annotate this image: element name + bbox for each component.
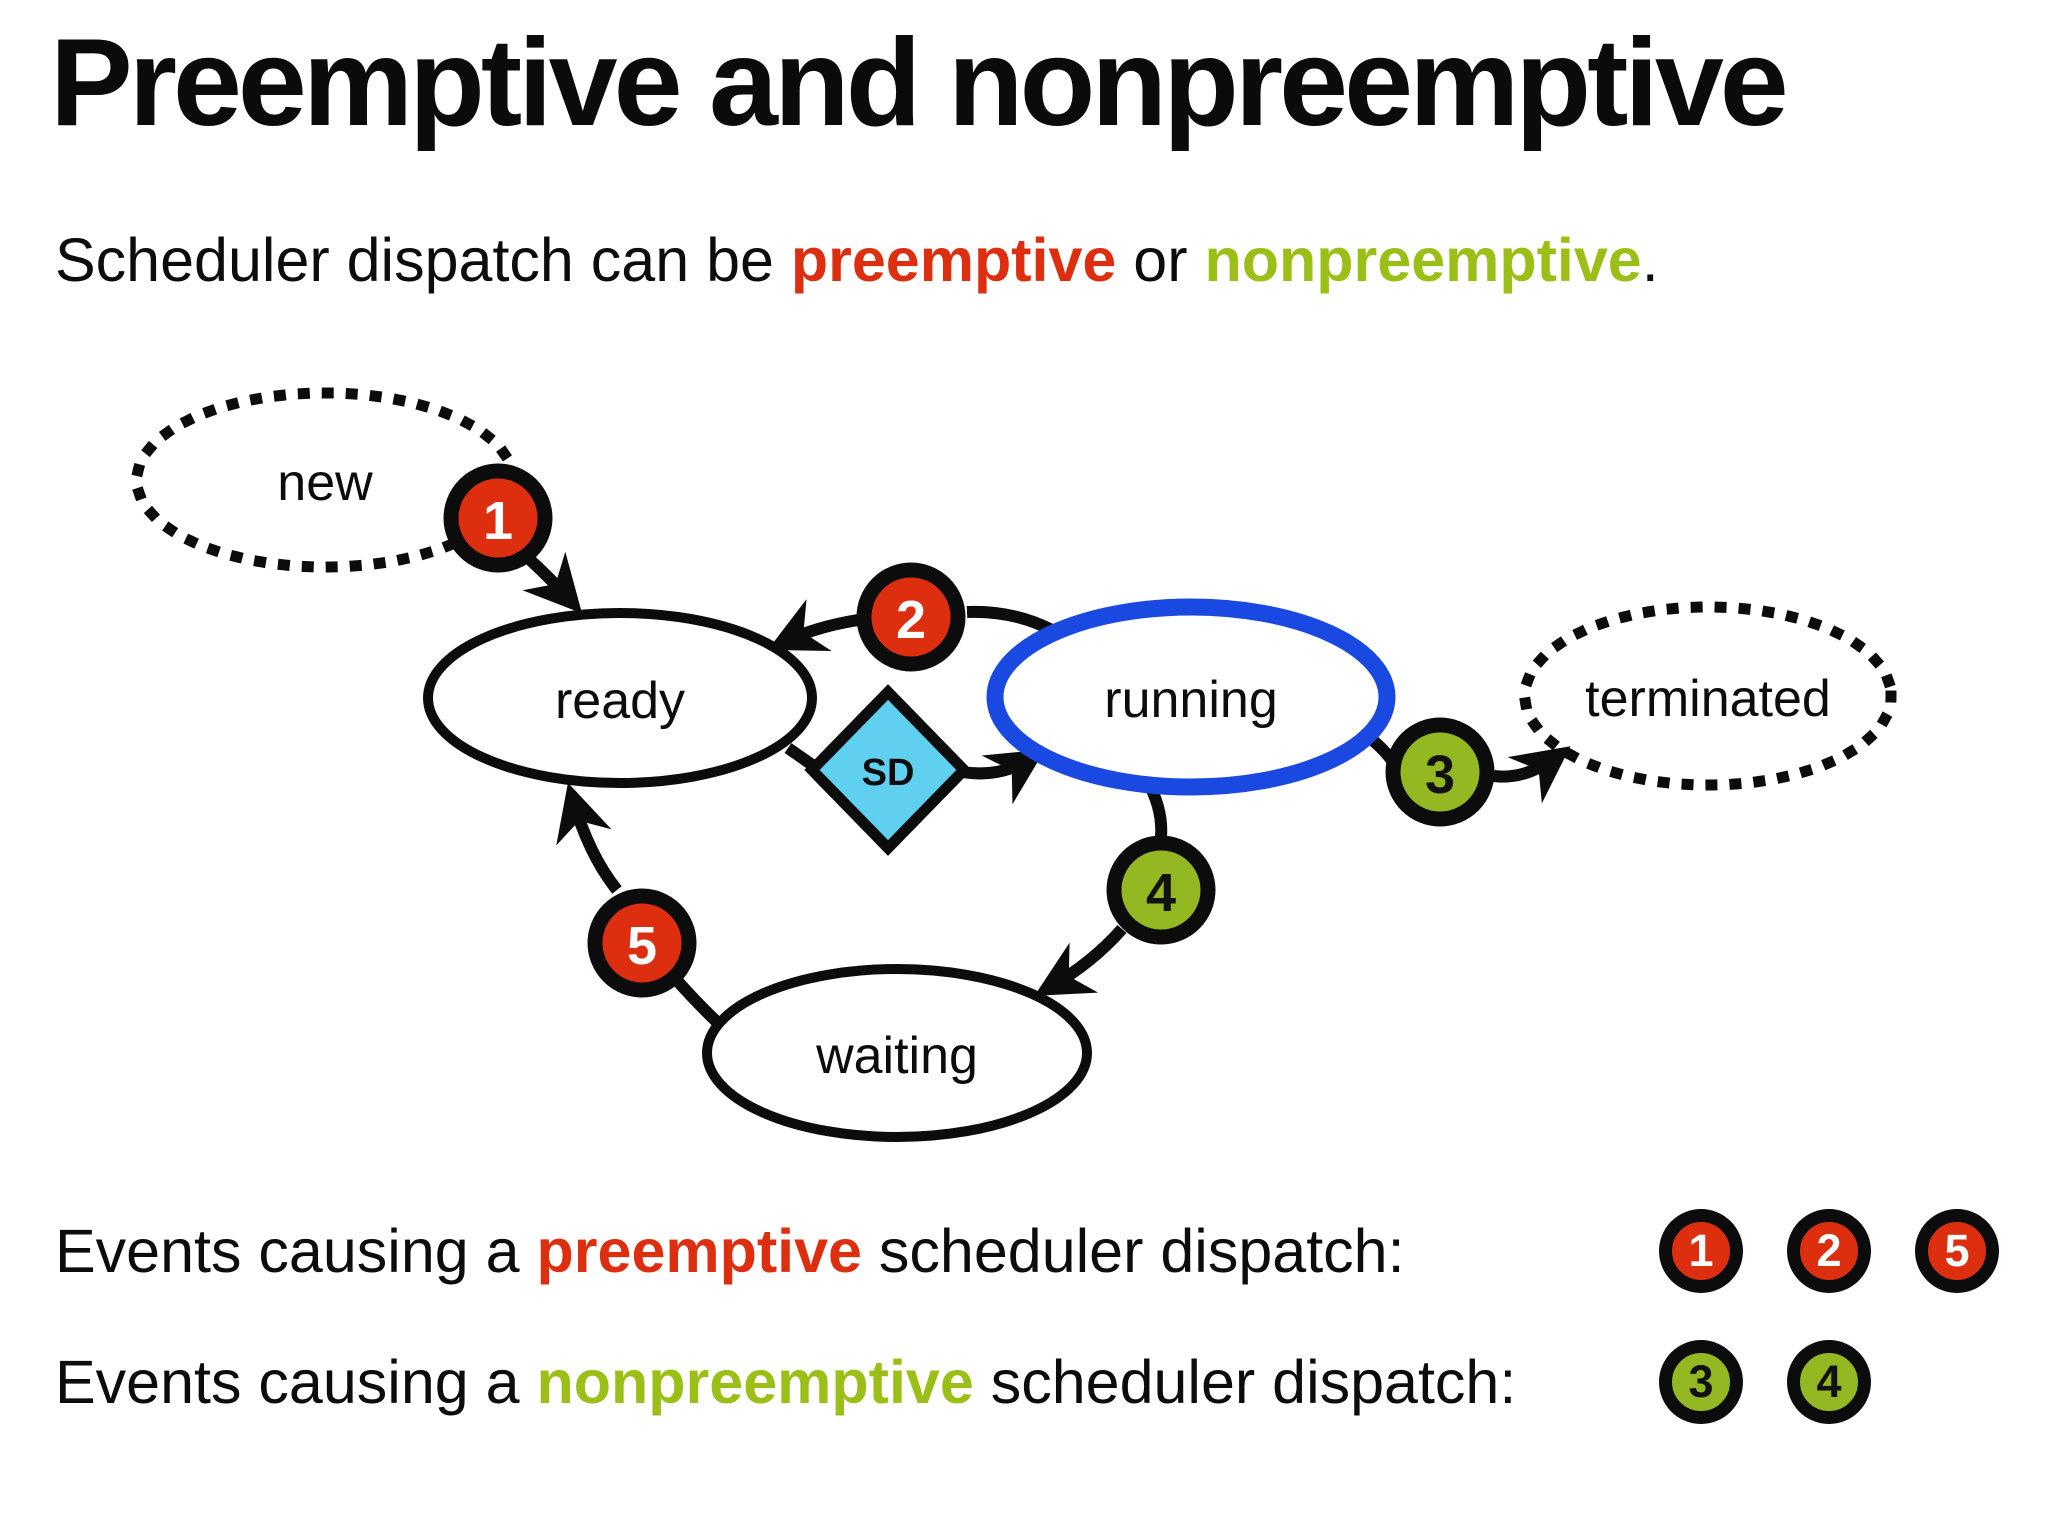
legend-preemptive-suffix: scheduler dispatch: (861, 1217, 1405, 1285)
state-running-label: running (1104, 671, 1277, 729)
state-ready-label: ready (555, 672, 685, 730)
subtitle-middle: or (1116, 226, 1205, 294)
state-terminated-label: terminated (1585, 670, 1831, 728)
legend-nonpreemptive-prefix: Events causing a (55, 1348, 537, 1416)
state-running-ellipse (986, 598, 1396, 796)
legend-preemptive-badges: 1 2 5 (1659, 1209, 1999, 1293)
page-title: Preemptive and nonpreemptive (50, 14, 1789, 152)
event-badge-3: 3 (1385, 717, 1495, 827)
event-badge-5-number: 5 (627, 916, 657, 976)
subtitle-keyword-preemptive: preemptive (790, 226, 1117, 294)
legend-nonpreemptive-suffix: scheduler dispatch: (973, 1348, 1517, 1416)
event-badge-4-number: 4 (1146, 863, 1176, 923)
legend-nonpreemptive-row: Events causing a nonpreemptive scheduler… (55, 1340, 1516, 1424)
connector-waiting-to-event5 (669, 973, 724, 1029)
event-badge-2: 2 (856, 562, 966, 672)
connector-running-to-event2 (966, 605, 1055, 636)
arrow-event1-to-ready (521, 551, 583, 614)
state-waiting-label: waiting (815, 1027, 978, 1085)
event-badge-5: 5 (587, 888, 697, 998)
legend-preemptive-keyword: preemptive (536, 1217, 862, 1285)
legend-badge-1: 1 (1659, 1209, 1743, 1293)
legend-badge-3: 3 (1659, 1340, 1743, 1424)
arrow-event4-to-waiting (1034, 925, 1127, 996)
legend-preemptive-row: Events causing a preemptive scheduler di… (55, 1209, 1405, 1293)
arrow-event2-to-ready (767, 599, 859, 651)
scheduler-dispatch-diamond (804, 684, 972, 856)
event-badge-1: 1 (443, 463, 553, 573)
legend-nonpreemptive-badges: 3 4 (1659, 1340, 1871, 1424)
legend-badge-5: 5 (1915, 1209, 1999, 1293)
legend-badge-4: 4 (1787, 1340, 1871, 1424)
subtitle-suffix: . (1641, 226, 1659, 294)
state-waiting-ellipse (702, 964, 1092, 1142)
arrow-event5-to-ready (556, 782, 622, 894)
event-badge-2-number: 2 (896, 590, 926, 650)
scheduler-dispatch-label: SD (862, 752, 915, 794)
legend-badge-2: 2 (1787, 1209, 1871, 1293)
state-new-label: new (277, 454, 373, 512)
legend-preemptive-prefix: Events causing a (55, 1217, 537, 1285)
subtitle-keyword-nonpreemptive: nonpreemptive (1204, 226, 1642, 294)
event-badge-4: 4 (1106, 835, 1216, 945)
arrow-sd-to-running (961, 749, 1046, 805)
subtitle-prefix: Scheduler dispatch can be (55, 226, 791, 294)
event-badge-3-number: 3 (1425, 745, 1455, 805)
state-terminated-ellipse (1519, 601, 1897, 791)
state-ready-ellipse (423, 608, 817, 788)
legend-nonpreemptive-keyword: nonpreemptive (536, 1348, 974, 1416)
subtitle: Scheduler dispatch can be preemptive or … (55, 225, 1659, 295)
arrow-event3-to-terminated (1493, 746, 1571, 804)
event-badge-1-number: 1 (483, 491, 513, 551)
